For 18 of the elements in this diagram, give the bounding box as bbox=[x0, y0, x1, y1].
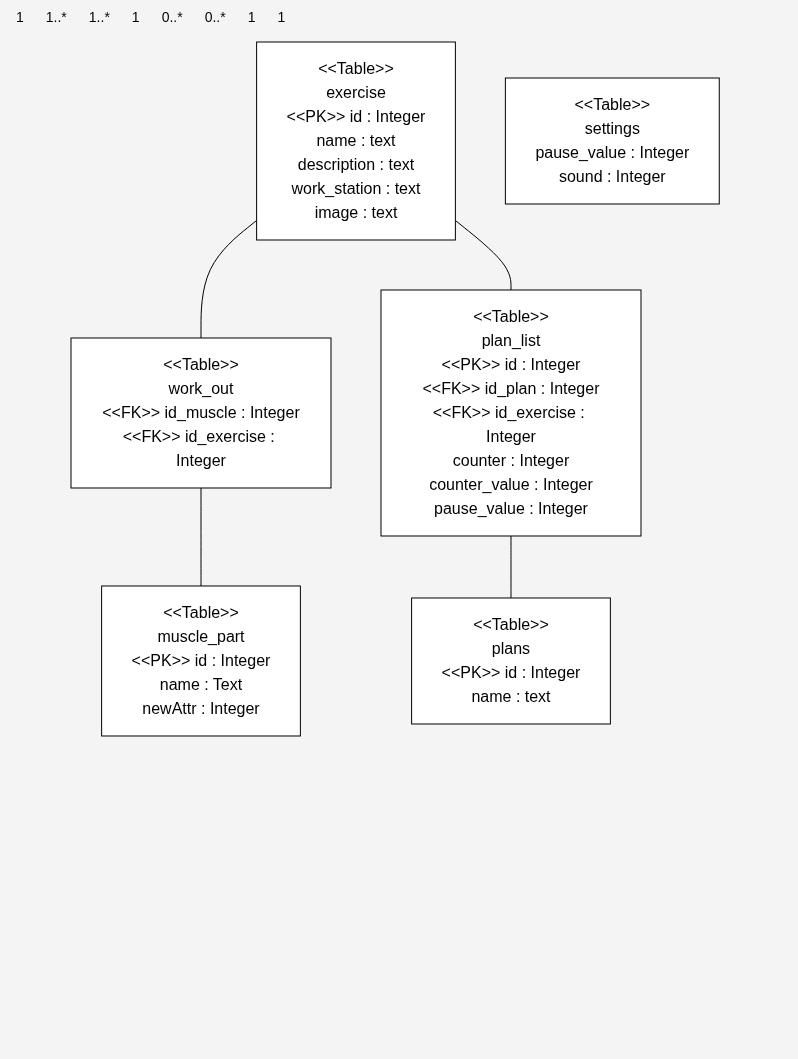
connector bbox=[200, 487, 202, 587]
node-box: <<Table>> plans <<PK>> id : Integer name : text bbox=[410, 597, 611, 725]
node-box: <<Table>> muscle_part <<PK>> id : Integer name : Text newAttr : Integer bbox=[101, 585, 301, 737]
multiplicity-label: 0..* bbox=[203, 8, 227, 26]
multiplicity-label: 1 bbox=[246, 8, 257, 26]
connector bbox=[200, 220, 257, 339]
connector bbox=[454, 220, 512, 291]
connector bbox=[510, 535, 512, 599]
multiplicity-label: 1 bbox=[15, 8, 25, 26]
node-box: <<Table>> plan_list <<PK>> id : Integer <<FK>> id_plan : Integer <<FK>> id_exercise : Integer counter : Integer counter_value : Integer pause_value : Integer bbox=[380, 289, 642, 537]
node-box: <<Table>> settings pause_value : Integer sound : Integer bbox=[504, 77, 720, 205]
multiplicity-label: 1 bbox=[276, 8, 287, 26]
multiplicity-label: 1..* bbox=[44, 8, 68, 26]
node-box: <<Table>> exercise <<PK>> id : Integer name : text description : text work_station : text image : text bbox=[256, 41, 456, 241]
node-box: <<Table>> work_out <<FK>> id_muscle : Integer <<FK>> id_exercise : Integer bbox=[70, 337, 332, 489]
multiplicity-label: 1..* bbox=[87, 8, 111, 26]
multiplicity-label: 0..* bbox=[160, 8, 184, 26]
multiplicity-label: 1 bbox=[130, 8, 141, 26]
